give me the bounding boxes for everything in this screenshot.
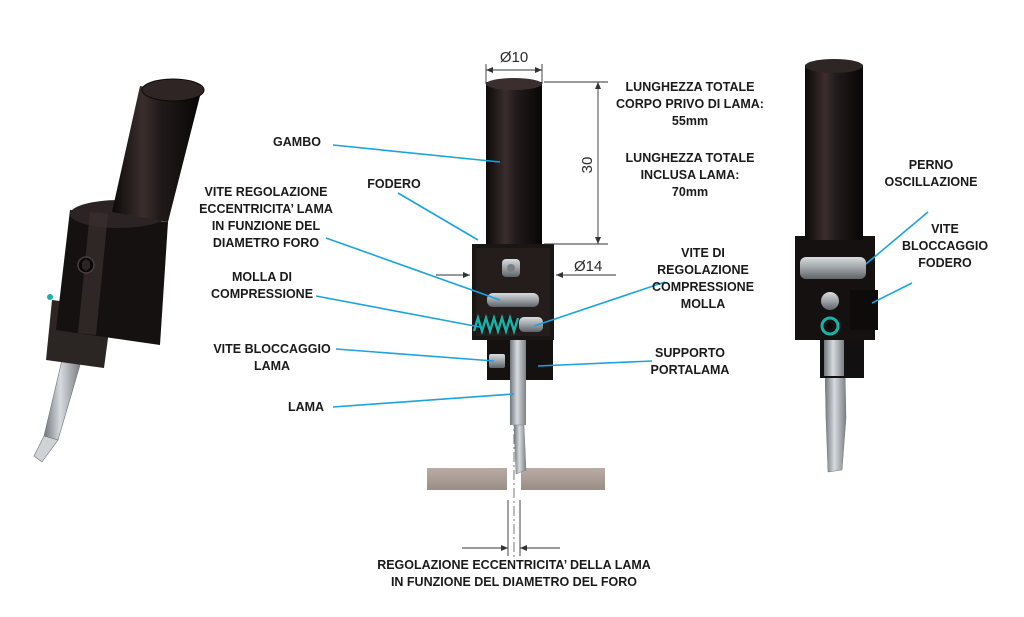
svg-text:LUNGHEZZA TOTALE: LUNGHEZZA TOTALE xyxy=(626,80,755,94)
svg-text:COMPRESSIONE: COMPRESSIONE xyxy=(211,287,313,301)
dimension-shank-length: 30 xyxy=(544,81,608,245)
svg-text:55mm: 55mm xyxy=(672,114,708,128)
shank-diameter-label: Ø10 xyxy=(500,49,528,66)
shank-length-label: 30 xyxy=(579,157,596,174)
label-gambo: GAMBO xyxy=(273,135,321,149)
center-tool-photo xyxy=(427,78,605,560)
svg-text:VITE: VITE xyxy=(931,222,959,236)
left-tool-photo xyxy=(33,78,205,463)
label-perno-oscillazione: PERNO OSCILLAZIONE xyxy=(884,158,977,189)
svg-text:IN FUNZIONE DEL DIAMETRO DEL F: IN FUNZIONE DEL DIAMETRO DEL FORO xyxy=(391,575,637,589)
label-vite-bloccaggio-lama: VITE BLOCCAGGIO LAMA xyxy=(213,342,331,373)
label-length-no-blade: LUNGHEZZA TOTALE CORPO PRIVO DI LAMA: 55… xyxy=(616,80,764,128)
label-vite-regolazione-eccentricita: VITE REGOLAZIONE ECCENTRICITA’ LAMA IN F… xyxy=(199,185,333,250)
dimension-diameter-body: Ø14 xyxy=(436,258,616,278)
label-lama: LAMA xyxy=(288,400,324,414)
svg-text:OSCILLAZIONE: OSCILLAZIONE xyxy=(884,175,977,189)
svg-text:SUPPORTO: SUPPORTO xyxy=(655,346,725,360)
right-tool-photo xyxy=(795,59,878,473)
svg-text:LUNGHEZZA TOTALE: LUNGHEZZA TOTALE xyxy=(626,151,755,165)
svg-text:MOLLA: MOLLA xyxy=(681,297,725,311)
dimension-diameter-shank: Ø10 xyxy=(485,49,543,84)
svg-text:PERNO: PERNO xyxy=(909,158,954,172)
body-diameter-label: Ø14 xyxy=(574,258,602,275)
svg-text:LAMA: LAMA xyxy=(254,359,290,373)
dimension-eccentricity xyxy=(462,500,560,556)
svg-text:REGOLAZIONE: REGOLAZIONE xyxy=(657,263,749,277)
leader-lines xyxy=(315,144,929,408)
label-molla-compressione: MOLLA DI COMPRESSIONE xyxy=(211,270,313,301)
label-vite-regolazione-molla: VITE DI REGOLAZIONE COMPRESSIONE MOLLA xyxy=(652,246,754,311)
spring-icon xyxy=(472,313,520,336)
svg-text:ECCENTRICITA’ LAMA: ECCENTRICITA’ LAMA xyxy=(199,202,333,216)
svg-text:FODERO: FODERO xyxy=(918,256,972,270)
label-vite-bloccaggio-fodero: VITE BLOCCAGGIO FODERO xyxy=(902,222,988,270)
label-supporto-portalama: SUPPORTO PORTALAMA xyxy=(651,346,730,377)
label-length-with-blade: LUNGHEZZA TOTALE INCLUSA LAMA: 70mm xyxy=(626,151,755,199)
svg-text:REGOLAZIONE ECCENTRICITA’ DELL: REGOLAZIONE ECCENTRICITA’ DELLA LAMA xyxy=(377,558,651,572)
label-regolazione-eccentricita: REGOLAZIONE ECCENTRICITA’ DELLA LAMA IN … xyxy=(377,558,651,589)
svg-text:PORTALAMA: PORTALAMA xyxy=(651,363,730,377)
svg-text:DIAMETRO FORO: DIAMETRO FORO xyxy=(213,236,320,250)
svg-text:BLOCCAGGIO: BLOCCAGGIO xyxy=(902,239,988,253)
svg-text:70mm: 70mm xyxy=(672,185,708,199)
svg-text:IN FUNZIONE DEL: IN FUNZIONE DEL xyxy=(212,219,321,233)
svg-text:VITE REGOLAZIONE: VITE REGOLAZIONE xyxy=(205,185,328,199)
svg-text:VITE DI: VITE DI xyxy=(681,246,725,260)
svg-text:CORPO PRIVO DI LAMA:: CORPO PRIVO DI LAMA: xyxy=(616,97,764,111)
svg-text:COMPRESSIONE: COMPRESSIONE xyxy=(652,280,754,294)
svg-text:MOLLA DI: MOLLA DI xyxy=(232,270,292,284)
svg-text:VITE BLOCCAGGIO: VITE BLOCCAGGIO xyxy=(213,342,331,356)
svg-text:INCLUSA LAMA:: INCLUSA LAMA: xyxy=(641,168,740,182)
label-fodero: FODERO xyxy=(367,177,421,191)
